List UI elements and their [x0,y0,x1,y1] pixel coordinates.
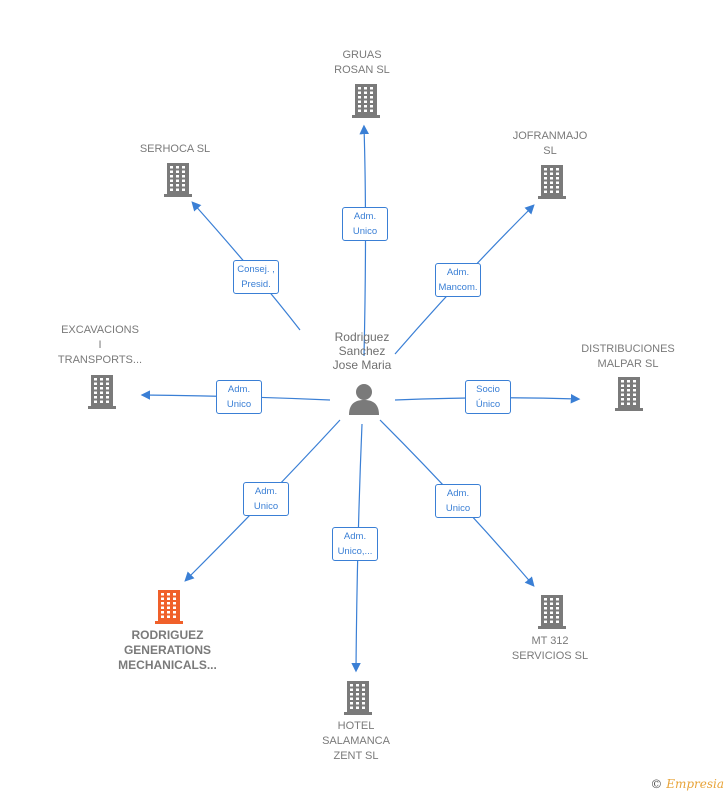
node-rodriguez-gen[interactable] [155,590,183,629]
role-box-serhoca: Consej. , Presid. [233,260,279,294]
node-label-distribuciones[interactable]: DISTRIBUCIONES MALPAR SL [581,343,675,370]
brand-name[interactable]: Empresia [666,777,724,791]
building-icon[interactable] [164,163,192,197]
node-label-gruas[interactable]: GRUAS ROSAN SL [334,49,390,76]
person-icon[interactable] [347,383,381,415]
building-icon[interactable] [352,84,380,118]
role-box-mt312: Adm. Unico [435,484,481,518]
role-box-excavacions: Adm. Unico [216,380,262,414]
node-excavacions[interactable] [88,375,116,414]
edge-gruas [359,124,370,357]
role-box-gruas: Adm. Unico [342,207,388,241]
node-label-mt312[interactable]: MT 312 SERVICIOS SL [511,635,589,662]
node-label-jofranmajo[interactable]: JOFRANMAJO SL [512,130,588,157]
node-mt312[interactable] [538,595,566,634]
building-icon[interactable] [88,375,116,409]
node-serhoca[interactable] [164,163,192,202]
node-hotel[interactable] [344,681,372,720]
building-icon[interactable] [344,681,372,715]
role-box-hotel: Adm. Unico,... [332,527,378,561]
node-label-rodriguez-gen[interactable]: RODRIGUEZ GENERATIONS MECHANICALS... [118,628,217,672]
center-person-name[interactable]: Rodriguez Sanchez Jose Maria [332,330,392,372]
building-icon[interactable] [615,377,643,411]
footer-credit: © Empresia [650,777,724,791]
node-gruas[interactable] [352,84,380,123]
node-jofranmajo[interactable] [538,165,566,204]
node-label-serhoca[interactable]: SERHOCA SL [139,143,211,155]
node-label-hotel[interactable]: HOTEL SALAMANCA ZENT SL [322,720,390,762]
role-box-rodriguez-gen: Adm. Unico [243,482,289,516]
role-box-distribuciones: Socio Único [465,380,511,414]
building-icon[interactable] [538,595,566,629]
building-icon[interactable] [155,590,183,624]
building-icon[interactable] [538,165,566,199]
copyright-icon: © [650,777,663,791]
node-label-excavacions[interactable]: EXCAVACIONS I TRANSPORTS... [57,324,143,366]
role-box-jofranmajo: Adm. Mancom. [435,263,481,297]
node-distribuciones[interactable] [615,377,643,416]
